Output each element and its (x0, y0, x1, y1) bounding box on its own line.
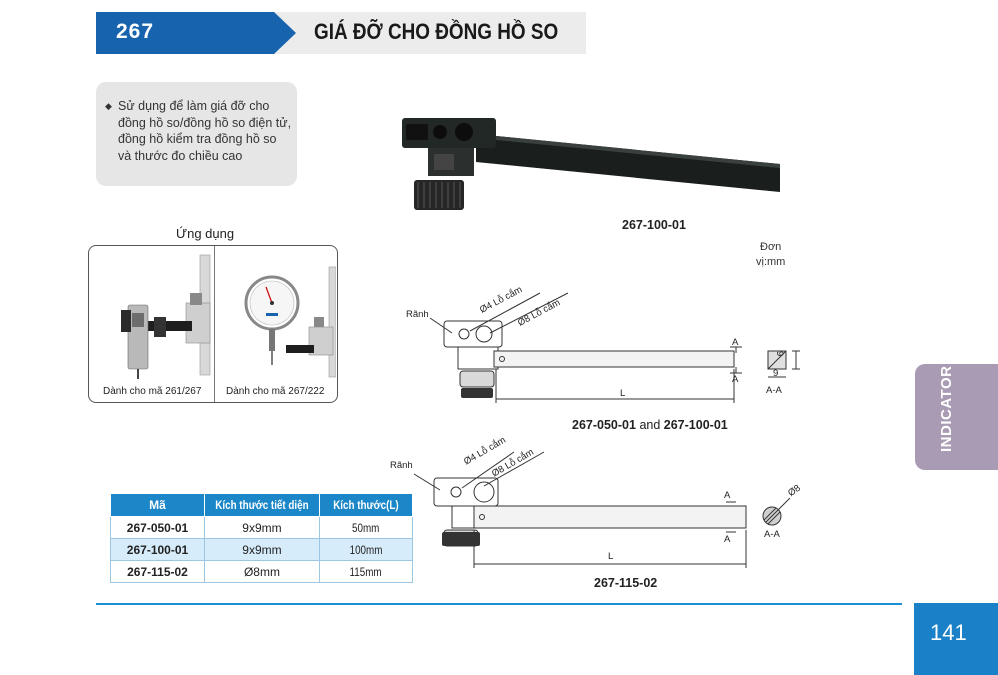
section-mark-1a: A (732, 337, 739, 348)
spec-table: Mã Kích thước tiết diện Kích thước(L) 26… (110, 493, 413, 583)
table-row: 267-115-02 Ø8mm 115mm (110, 560, 413, 583)
description-box (96, 82, 297, 186)
groove-label-2: Rãnh (390, 460, 413, 471)
unit-line-2: vị:mm (756, 256, 786, 268)
table-cell-code: 267-050-01 (110, 516, 205, 539)
table-cell-code: 267-100-01 (110, 538, 205, 561)
category-side-label: INDICATOR (938, 365, 955, 452)
unit-line-1: Đơn (760, 241, 782, 253)
table-cell-length: 50mm (318, 516, 413, 539)
length-mark-1: L (620, 388, 626, 399)
application-caption-1: Dành cho mã 261/267 (103, 386, 202, 397)
table-header-row: Mã Kích thước tiết diện Kích thước(L) (110, 493, 413, 517)
section-mark-2a: A (724, 490, 731, 501)
application-divider (214, 246, 215, 402)
table-cell-section: Ø8mm (204, 560, 320, 583)
drawing-caption-1-code-a: 267-050-01 (572, 418, 636, 432)
table-header-section: Kích thước tiết diện (204, 493, 320, 517)
table-cell-length: 100mm (318, 538, 413, 561)
section-mark-2b: A (724, 534, 731, 545)
header-number-band (96, 12, 296, 54)
technical-drawing-1 (429, 292, 800, 403)
header-title-band (270, 12, 586, 54)
page-title: GIÁ ĐỠ CHO ĐỒNG HỒ SO (314, 19, 559, 44)
section-label-1: A-A (766, 385, 782, 396)
table-cell-code: 267-115-02 (110, 560, 205, 583)
groove-label-1: Rãnh (406, 309, 429, 320)
table-cell-length-text: 100mm (349, 542, 383, 557)
application-frame (88, 245, 338, 403)
table-cell-length: 115mm (318, 560, 413, 583)
application-caption-2: Dành cho mã 267/222 (226, 386, 325, 397)
table-row: 267-050-01 9x9mm 50mm (110, 516, 413, 539)
table-header-section-text: Kích thước tiết diện (215, 498, 309, 512)
table-header-length: Kích thước(L) (318, 493, 413, 517)
page-number-box (914, 603, 998, 675)
technical-drawing-2 (413, 451, 791, 568)
section-number: 267 (116, 20, 155, 43)
drawing-caption-1: 267-050-01 and 267-100-01 (572, 418, 728, 432)
length-mark-2: L (608, 551, 614, 562)
table-cell-section: 9x9mm (204, 516, 320, 539)
description-text: Sử dụng để làm giá đỡ cho đồng hồ so/đồn… (118, 99, 292, 163)
table-cell-section: 9x9mm (204, 538, 320, 561)
section-mark-1b: A (732, 374, 739, 385)
product-photo (402, 118, 780, 210)
drawing-caption-2: 267-115-02 (594, 576, 658, 590)
table-header-code: Mã (110, 493, 205, 517)
table-cell-length-text: 50mm (352, 520, 380, 535)
table-header-length-text: Kích thước(L) (333, 498, 399, 512)
application-photo-1 (121, 254, 211, 379)
bullet-icon: ◆ (105, 101, 112, 111)
table-cell-length-text: 115mm (349, 564, 382, 579)
footer-line (96, 603, 902, 605)
unit-label: Đơn vị:mm (756, 240, 785, 270)
product-photo-label: 267-100-01 (622, 218, 686, 232)
table-row: 267-100-01 9x9mm 100mm (110, 538, 413, 561)
drawing-caption-1-code-b: 267-100-01 (663, 418, 728, 432)
category-side-tab (915, 364, 998, 470)
application-title: Ứng dụng (176, 226, 235, 241)
drawing-caption-1-and: and (639, 418, 661, 432)
dimension-width-1: 9 (773, 368, 779, 379)
section-label-2: A-A (764, 529, 780, 540)
page-number: 141 (930, 620, 967, 645)
application-photo-2 (244, 266, 336, 378)
dimension-height-1: 9 (774, 351, 785, 357)
